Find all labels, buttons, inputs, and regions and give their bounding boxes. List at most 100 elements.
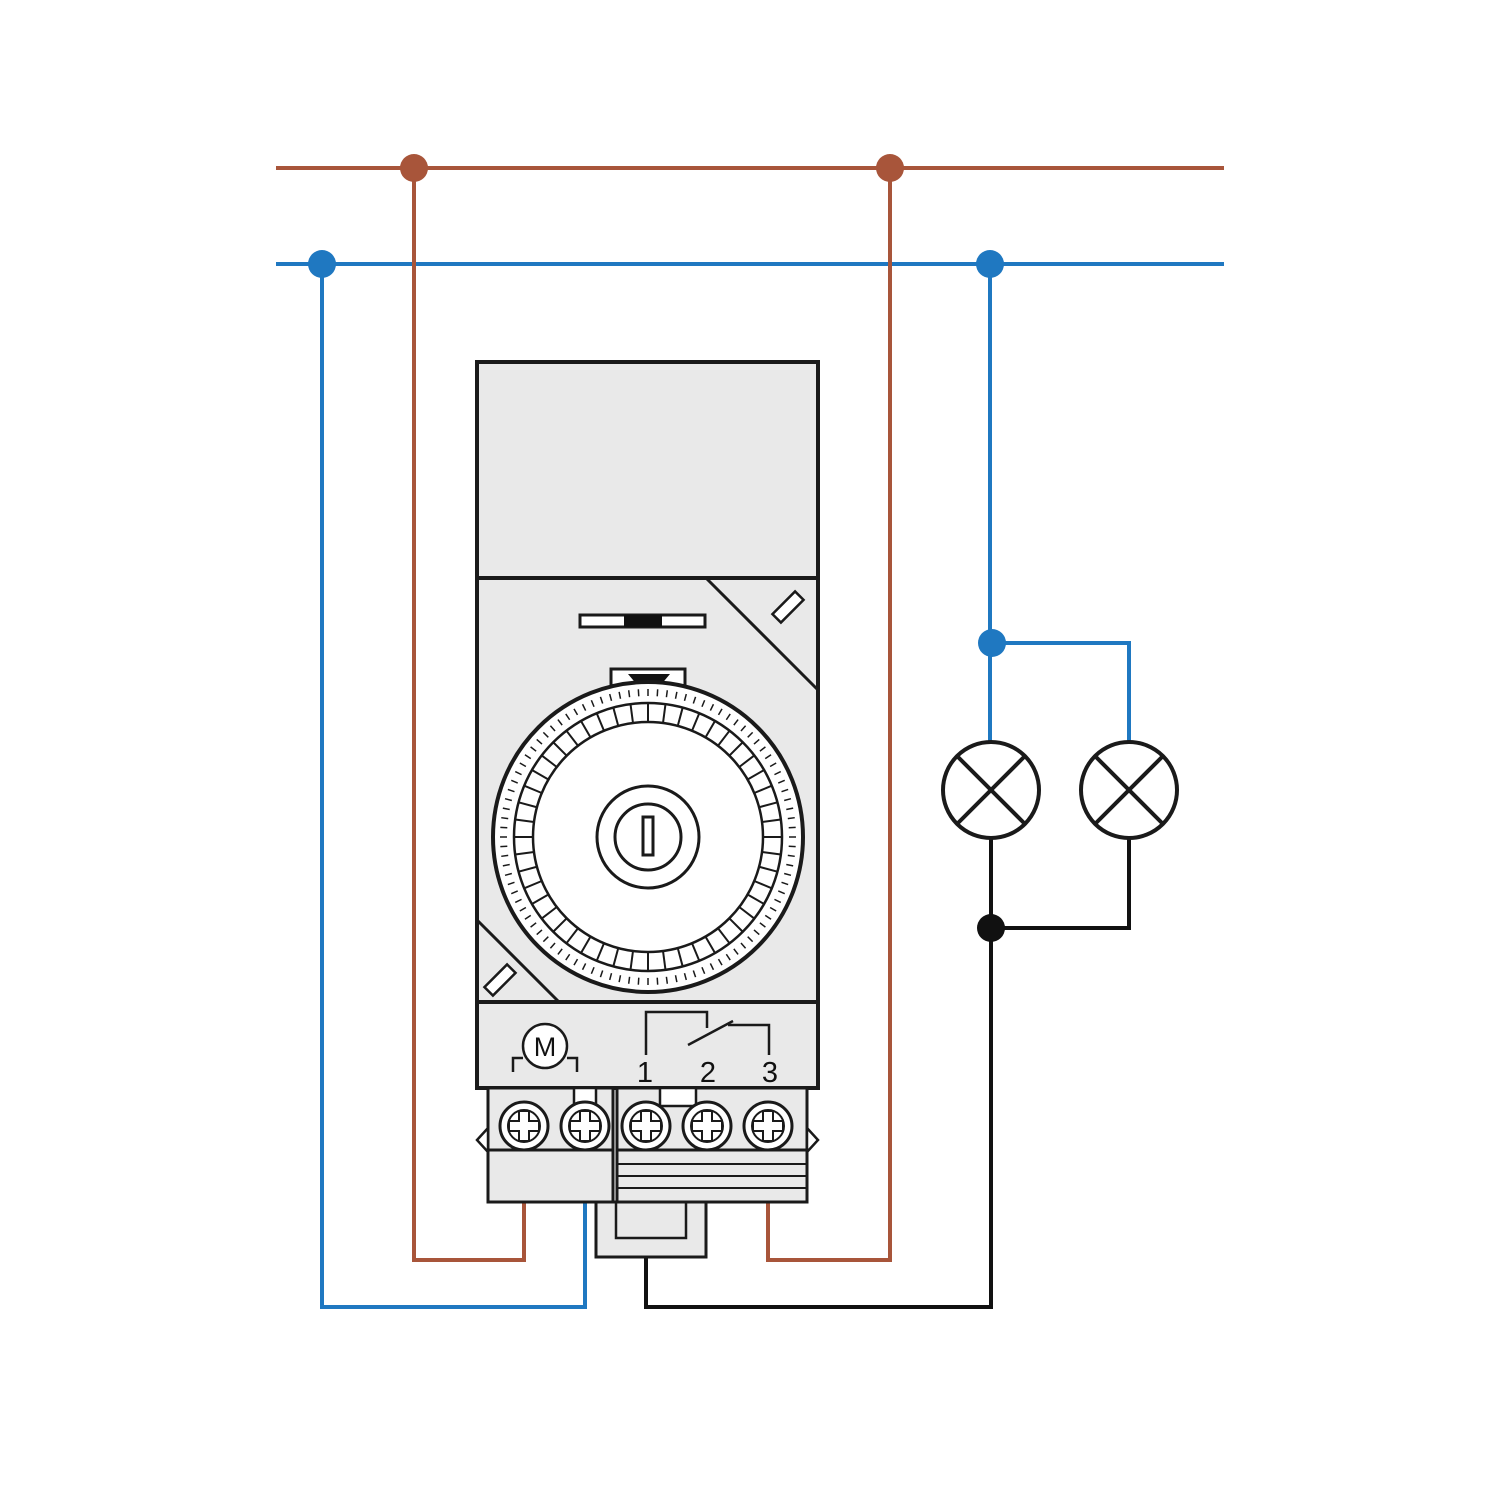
dial-scale-tick (747, 936, 754, 943)
dial-scale-tick (786, 863, 794, 867)
dial-segments (500, 689, 796, 985)
motor-bracket (511, 1056, 523, 1072)
phase-wire-to-motor (412, 168, 526, 1262)
dial-scale-tick (777, 890, 786, 895)
dial-scale-tick (781, 788, 789, 793)
dial-scale-tick (674, 975, 678, 983)
dial-scale-tick (774, 770, 782, 776)
device-top-cover (475, 360, 820, 580)
neutral-wire-to-lamp-2 (992, 641, 1131, 742)
dial-segment-tick (518, 801, 538, 809)
dial-scale-tick (514, 898, 522, 904)
terminal-screw-icon[interactable] (681, 1100, 733, 1152)
panel-corner-top-right (704, 576, 820, 692)
dial-scale-tick (701, 966, 706, 975)
dial-scale-tick (784, 797, 792, 802)
dial-segment-tick (523, 880, 543, 890)
dial-segment-tick (662, 950, 667, 970)
dial-scale-tick (581, 963, 587, 971)
dial-scale-tick (774, 898, 782, 904)
dial-scale-tick (502, 807, 510, 811)
dial-segment-tick (704, 720, 716, 738)
neutral-junction-dot (978, 629, 1006, 657)
dial-scale-tick (717, 708, 723, 716)
relay-contact-switch (687, 1019, 734, 1047)
dial-scale-tick (786, 807, 794, 811)
phase-junction-dot (876, 154, 904, 182)
dial-segment-tick (595, 712, 605, 732)
dial-segment-tick (565, 927, 579, 944)
dial-scale-tick (740, 942, 747, 949)
dial-segment-tick (738, 906, 755, 920)
dial-scale-tick (683, 693, 688, 701)
dial-scale-tick (510, 890, 519, 895)
dial-segment-tick (565, 730, 579, 747)
override-slider-knob[interactable] (624, 615, 662, 627)
dial-segment-tick (541, 754, 558, 768)
dial-segment-tick (738, 754, 755, 768)
terminal-screw-icon[interactable] (742, 1100, 794, 1152)
terminal-screws (498, 1100, 794, 1152)
dial-scale-tick (764, 914, 772, 920)
dial-scale-tick (542, 936, 549, 943)
lamp-cross-b (955, 754, 1027, 826)
time-switch-device: M 1 2 3 (475, 360, 820, 1259)
dial-segment-tick (691, 712, 701, 732)
terminal-screw-icon[interactable] (559, 1100, 611, 1152)
dial-scale-tick (701, 699, 706, 708)
dial-scale-tick (590, 966, 595, 975)
dial-scale-tick (740, 725, 747, 732)
dial-segment-tick (704, 936, 716, 954)
dial-scale-tick (510, 779, 519, 784)
dial-scale-tick (692, 970, 697, 978)
dial-segment-tick (717, 730, 731, 747)
dial-segment-tick (595, 942, 605, 962)
dial-scale-tick (504, 872, 512, 877)
dial-scale-tick (725, 713, 731, 721)
dial-scale-tick (608, 693, 613, 701)
dial-scale-tick (549, 942, 556, 949)
dial-scale-tick (507, 881, 515, 886)
terminal-label-2: 2 (700, 1057, 716, 1089)
dial-scale-tick (536, 929, 543, 936)
dial-scale-tick (557, 948, 563, 955)
neutral-junction-dot (976, 250, 1004, 278)
panel-corner-bottom-left (475, 918, 561, 1004)
dial-segment-tick (758, 865, 778, 873)
din-rail-clip-inner (614, 1202, 688, 1240)
dial-scale-tick (665, 976, 669, 984)
dial-scale-tick (514, 770, 522, 776)
dial-segment-tick (753, 784, 773, 794)
dial-scale-tick (590, 699, 595, 708)
dial-scale-tick (536, 738, 543, 745)
terminal-screw-icon[interactable] (498, 1100, 550, 1152)
dial-scale-tick (524, 914, 532, 920)
relay-contact-line-1 (644, 1010, 709, 1055)
dial-scale-tick (565, 953, 571, 961)
dial-segment-tick (612, 947, 620, 967)
dial-scale-tick (784, 872, 792, 877)
terminal-bridge-contact (658, 1086, 698, 1108)
dial-segment-tick (662, 704, 667, 724)
dial-segment-tick (541, 906, 558, 920)
dial-segment-tick (629, 704, 634, 724)
dial-segment-tick (552, 741, 568, 757)
dial-scale-tick (692, 696, 697, 704)
dial-scale-tick (581, 703, 587, 711)
panel-corner-slot-bottom (482, 962, 518, 998)
dial-scale-tick (565, 713, 571, 721)
dial-scale-tick (530, 922, 537, 928)
terminal-screw-icon[interactable] (620, 1100, 672, 1152)
dial-scale-tick (627, 976, 631, 984)
dial-scale-tick (764, 754, 772, 760)
dial-segment-tick (552, 917, 568, 933)
dial-scale-tick (759, 746, 766, 752)
dial-scale-tick (759, 922, 766, 928)
dial-segment-tick (717, 927, 731, 944)
dial-scale-tick (502, 863, 510, 867)
terminal-label-1: 1 (637, 1057, 653, 1089)
terminal-label-3: 3 (762, 1057, 778, 1089)
dial-segment-tick (580, 936, 592, 954)
dial-segment-tick (629, 950, 634, 970)
